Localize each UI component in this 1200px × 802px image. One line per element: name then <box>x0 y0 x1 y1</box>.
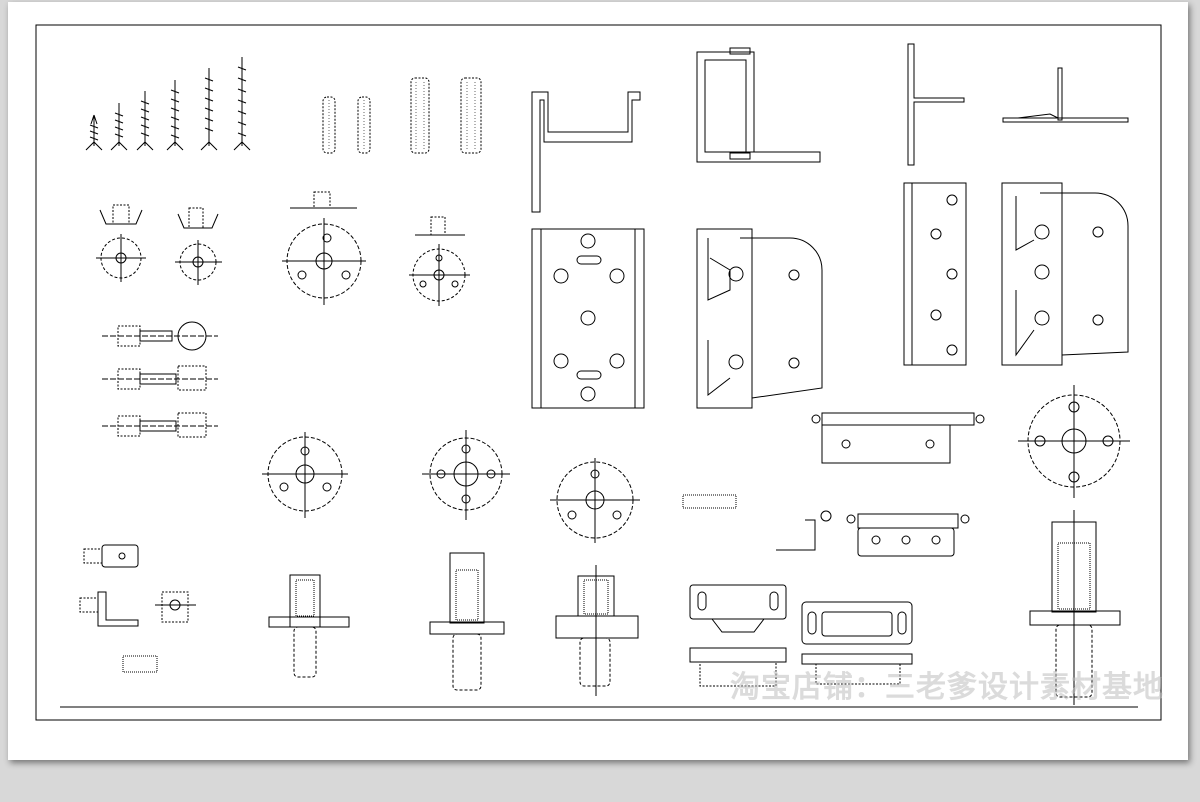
mounting-plate-row2-c <box>550 458 640 543</box>
hinge-plate-d <box>1001 182 1129 366</box>
cam-lock-fittings <box>96 204 222 285</box>
small-dowel-right <box>682 494 737 509</box>
drawing-border <box>35 24 1162 721</box>
butt-hinge-lower <box>776 510 970 557</box>
butt-hinge-upper <box>811 412 985 464</box>
cad-hardware-drawing <box>35 24 1162 721</box>
corner-brackets <box>907 43 1129 166</box>
magnetic-catches <box>689 584 913 687</box>
mounting-plate-small <box>409 216 470 306</box>
wood-dowels <box>322 77 482 154</box>
wood-screws <box>85 57 251 151</box>
drawing-sheet: 淘宝店铺：三老爹设计素材基地 <box>8 2 1188 760</box>
mounting-plate-row2-b <box>422 430 510 520</box>
watermark-text: 淘宝店铺：三老爹设计素材基地 <box>730 670 1164 705</box>
connector-bolts <box>102 321 218 438</box>
hinge-plate-a <box>531 228 645 409</box>
mounting-plate-right <box>1018 385 1130 498</box>
threaded-inserts <box>268 510 1121 705</box>
hinge-plate-c <box>903 182 967 366</box>
mounting-plate-large <box>282 191 366 305</box>
shelf-support-pins <box>79 544 196 673</box>
u-channel-bracket-upper <box>531 47 821 213</box>
hinge-plate-b <box>696 228 823 409</box>
mounting-plate-row2-a <box>262 432 348 518</box>
